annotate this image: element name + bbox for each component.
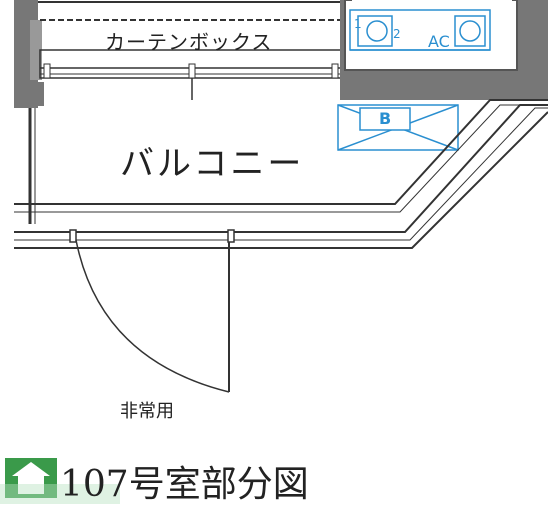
wall-left-lower [14,82,44,106]
air-conditioner-icon [349,9,491,51]
house-logo-icon [0,458,120,504]
outdoor-unit-1-label: 1 [354,17,362,31]
unit-b-label: B [379,109,392,128]
sash-stopper-right [331,63,339,79]
emergency-door [69,229,235,393]
balcony-parapet [14,99,548,249]
outdoor-unit-b [337,104,459,151]
ac-label: AC [428,32,450,51]
sash-stopper-mid [188,63,196,79]
curtain-box-label: カーテンボックス [105,30,273,54]
outdoor-unit-2-label: 2 [393,27,401,41]
wall-top-left-notch [30,20,42,80]
sash-stopper-left [43,63,51,79]
balcony-label: バルコニー [120,144,305,184]
emergency-exit-label: 非常用 [120,401,174,422]
page-title: 107号室部分図 [60,464,309,505]
